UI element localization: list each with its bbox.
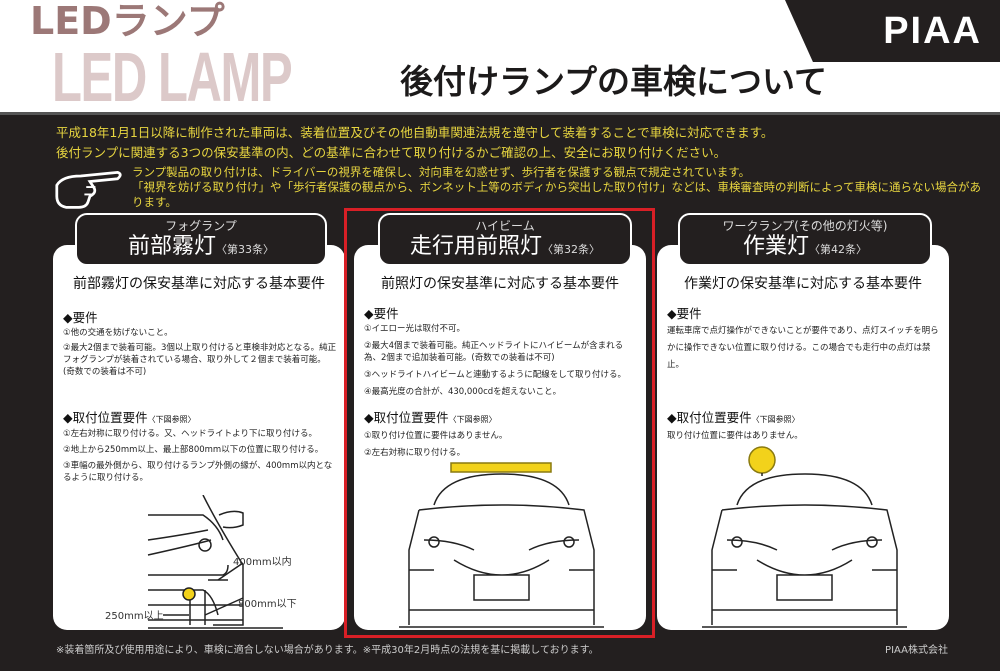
panel-name: 前部霧灯 (127, 234, 216, 259)
panel-name: 走行用前照灯 (409, 234, 542, 259)
requirements-heading: ◆要件 (364, 306, 399, 321)
requirement-item: 運転車席で点灯操作ができないことが要件であり、点灯スイッチを明らかに操作できない… (667, 326, 939, 370)
intro-line-2: 後付ランプに関連する3つの保安基準の内、どの基準に合わせて取り付けるかご確認の上… (56, 145, 727, 160)
requirement-item: ④最高光度の合計が、430,000cdを超えないこと。 (364, 387, 562, 397)
panel-subtitle: フォグランプ (165, 219, 237, 233)
requirement-item: ①他の交通を妨げないこと。 (63, 328, 173, 338)
position-item: ①左右対称に取り付ける。又、ヘッドライトより下に取り付ける。 (63, 429, 317, 439)
position-item: ②地上から250mm以上、最上部800mm以下の位置に取り付ける。 (63, 445, 324, 455)
highlight-frame (344, 208, 655, 638)
position-heading-note: 〈下図参照〉 (751, 415, 800, 424)
panel-subtitle: ハイビーム (475, 219, 535, 233)
requirement-item: ①イエロー光は取付不可。 (364, 324, 466, 334)
panel-article: 〈第33条〉 (216, 243, 274, 256)
panel-fog-lamp: 前部霧灯の保安基準に対応する基本要件 ◆要件 ①他の交通を妨げないこと。 ②最大… (53, 245, 345, 630)
position-item: ①取り付け位置に要件はありません。 (364, 431, 508, 441)
position-heading-label: ◆取付位置要件 (667, 410, 752, 425)
dimension-label: 250mm以上 (105, 611, 164, 622)
requirements-heading: ◆要件 (63, 310, 98, 325)
fog-lamp-position-diagram (147, 495, 283, 629)
dimension-label: 400mm以内 (233, 557, 292, 568)
caution-note: ランプ製品の取り付けは、ドライバーの視界を確保し、対向車を幻惑せず、歩行者を保護… (132, 165, 992, 210)
panel-header-high-beam: ハイビーム 走行用前照灯〈第32条〉 (378, 213, 632, 266)
panel-article: 〈第42条〉 (809, 243, 867, 256)
panel-article: 〈第32条〉 (542, 243, 600, 256)
panel-work-lamp: 作業灯の保安基準に対応する基本要件 ◆要件 運転車席で点灯操作ができないことが要… (657, 245, 949, 630)
position-heading-note: 〈下図参照〉 (147, 415, 196, 424)
requirement-item: ③ヘッドライトハイビームと連動するように配線をして取り付ける。 (364, 370, 626, 380)
position-heading: ◆取付位置要件〈下図参照〉 (667, 407, 800, 426)
position-item: 取り付け位置に要件はありません。 (667, 431, 803, 441)
logo-subtitle: LEDランプ (30, 0, 225, 43)
panel-title: 作業灯の保安基準に対応する基本要件 (684, 276, 922, 292)
note-line-1: ランプ製品の取り付けは、ドライバーの視界を確保し、対向車を幻惑せず、歩行者を保護… (132, 165, 751, 179)
position-heading-note: 〈下図参照〉 (448, 415, 497, 424)
panel-high-beam: 前照灯の保安基準に対応する基本要件 ◆要件 ①イエロー光は取付不可。 ②最大4個… (354, 245, 646, 630)
position-heading: ◆取付位置要件〈下図参照〉 (364, 407, 497, 426)
work-lamp-car-diagram (702, 446, 907, 628)
panel-header-fog-lamp: フォグランプ 前部霧灯〈第33条〉 (75, 213, 327, 266)
panel-subtitle: ワークランプ(その他の灯火等) (722, 219, 888, 233)
pointing-hand-icon (55, 170, 122, 209)
intro-line-1: 平成18年1月1日以降に制作された車両は、装着位置及びその他自動車関連法規を遵守… (56, 125, 774, 140)
header: LED LAMP LEDランプ 後付けランプの車検について PIAA (0, 0, 1000, 112)
panel-title: 前部霧灯の保安基準に対応する基本要件 (73, 276, 325, 292)
panel-header-work-lamp: ワークランプ(その他の灯火等) 作業灯〈第42条〉 (678, 213, 932, 266)
requirements-heading: ◆要件 (667, 306, 702, 321)
note-line-2: 「視界を妨げる取り付け」や「歩行者保護の観点から、ボンネット上等のボディから突出… (132, 180, 982, 209)
page-title: 後付けランプの車検について (400, 62, 828, 101)
dimension-label: 800mm以下 (238, 599, 297, 610)
high-beam-car-diagram (399, 462, 604, 628)
logo-background-text: LED LAMP (52, 38, 293, 116)
footer-company: PIAA株式会社 (885, 645, 948, 656)
requirement-item: ②最大2個まで装着可能。3個以上取り付けると車検非対応となる。純正フォグランプが… (63, 343, 337, 377)
panel-title: 前照灯の保安基準に対応する基本要件 (381, 276, 619, 292)
intro-text: 平成18年1月1日以降に制作された車両は、装着位置及びその他自動車関連法規を遵守… (56, 123, 773, 163)
position-heading-label: ◆取付位置要件 (364, 410, 449, 425)
position-heading: ◆取付位置要件〈下図参照〉 (63, 407, 196, 426)
footer-note: ※装着箇所及び使用用途により、車検に適合しない場合があります。※平成30年2月時… (56, 645, 599, 656)
panel-name: 作業灯 (742, 234, 809, 259)
position-item: ②左右対称に取り付ける。 (364, 448, 466, 458)
requirement-item: ②最大4個まで装着可能。純正ヘッドライトにハイビームが含まれる為、2個まで追加装… (364, 341, 624, 363)
position-heading-label: ◆取付位置要件 (63, 410, 148, 425)
position-item: ③車幅の最外側から、取り付けるランプ外側の縁が、400mm以内となるように取り付… (63, 461, 333, 483)
brand-text: PIAA (883, 10, 982, 52)
brand-logo: PIAA (785, 0, 1000, 62)
